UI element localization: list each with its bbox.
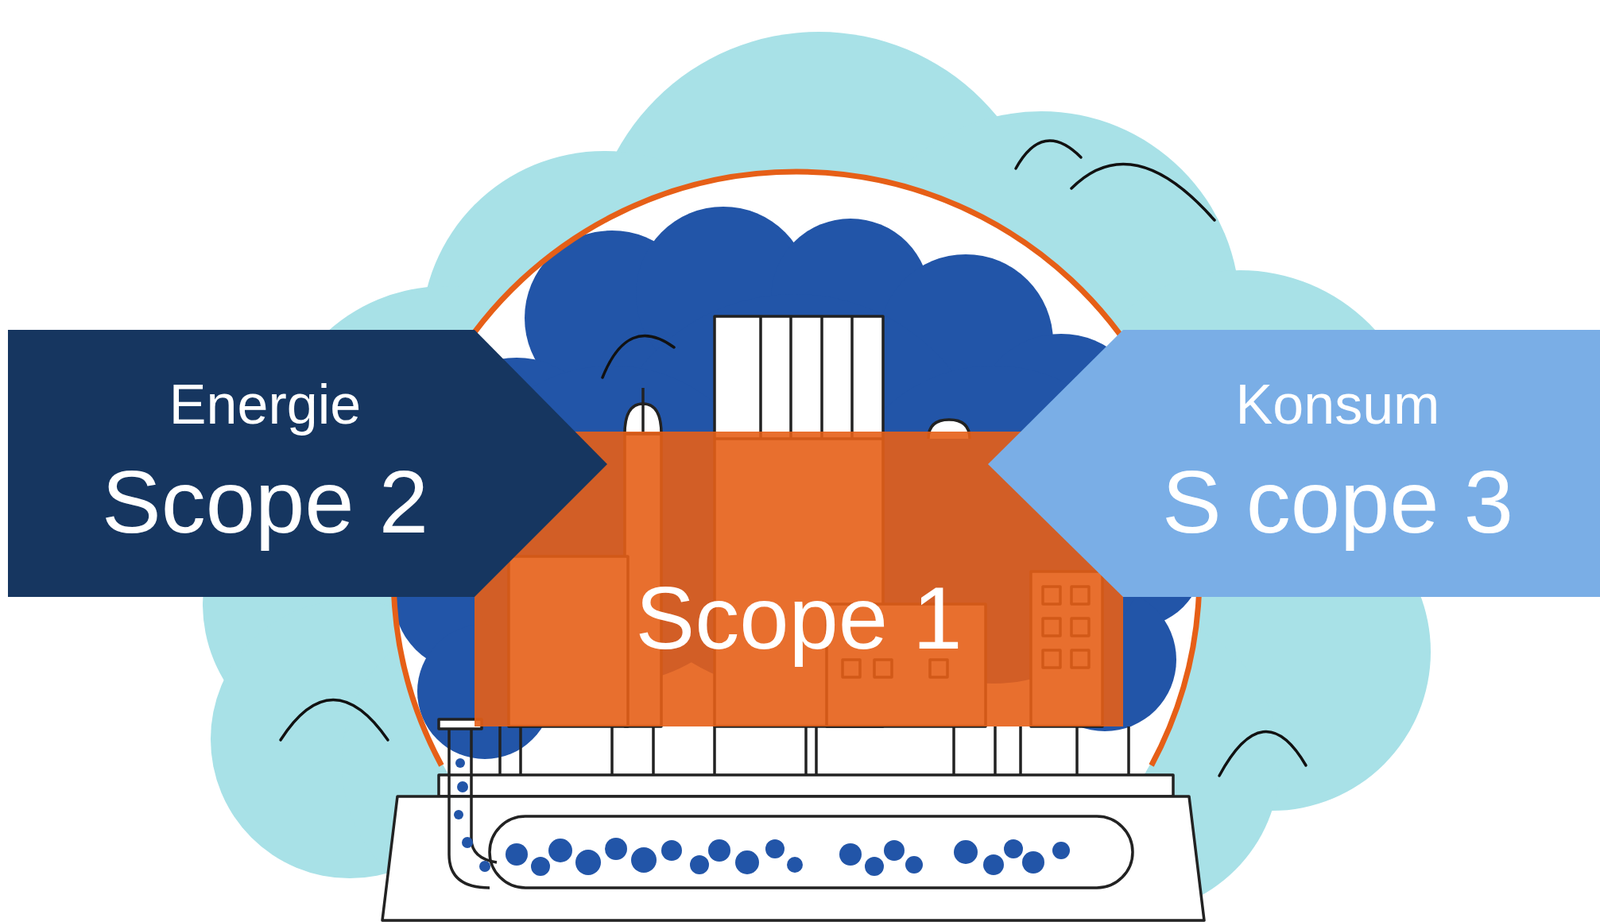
- text-area: EnergieScope 2: [55, 329, 475, 597]
- band-heading: Energie: [169, 372, 361, 438]
- bubbles: [453, 758, 1070, 876]
- scope-label: Scope 2: [101, 451, 429, 554]
- scope-band: EnergieScope 2: [7, 329, 608, 597]
- shape-fill: [987, 329, 1600, 597]
- pillars: [499, 726, 1129, 775]
- scope-band: Konsum S cope 3: [987, 329, 1600, 597]
- scope-label: S cope 3: [1162, 451, 1514, 554]
- text-area: Konsum S cope 3: [1123, 329, 1553, 597]
- base: [382, 719, 1205, 921]
- band-heading: Konsum: [1235, 372, 1441, 438]
- text-area: Scope 1: [609, 511, 988, 727]
- scope-label: Scope 1: [635, 567, 963, 671]
